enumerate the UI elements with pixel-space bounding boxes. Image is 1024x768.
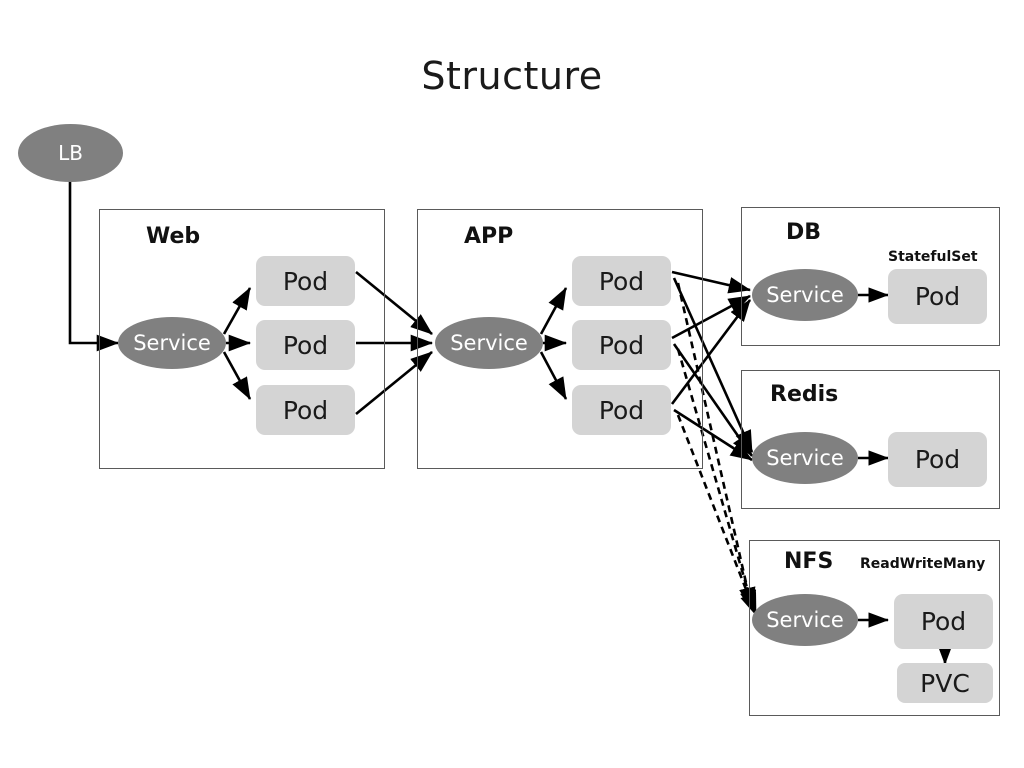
cluster-redis-label: Redis bbox=[770, 382, 839, 407]
app-pod-3[interactable]: Pod bbox=[572, 385, 671, 435]
load-balancer-node[interactable]: LB bbox=[18, 124, 123, 182]
nfs-pod-1[interactable]: Pod bbox=[894, 594, 993, 649]
db-service-label: Service bbox=[766, 283, 844, 307]
web-pod-2-label: Pod bbox=[282, 330, 329, 360]
nfs-readwritemany-annotation: ReadWriteMany bbox=[860, 556, 986, 572]
redis-pod-1-label: Pod bbox=[914, 445, 961, 474]
cluster-db[interactable] bbox=[741, 207, 1000, 346]
cluster-web-label: Web bbox=[146, 224, 201, 249]
load-balancer-label: LB bbox=[58, 141, 83, 165]
nfs-pvc-node[interactable]: PVC bbox=[897, 663, 993, 703]
db-statefulset-annotation: StatefulSet bbox=[888, 249, 978, 265]
redis-service-label: Service bbox=[766, 446, 844, 470]
nfs-service-label: Service bbox=[766, 608, 844, 632]
db-pod-1-label: Pod bbox=[914, 282, 961, 311]
db-pod-1[interactable]: Pod bbox=[888, 269, 987, 324]
db-service-node[interactable]: Service bbox=[752, 269, 858, 321]
cluster-app-label: APP bbox=[464, 224, 514, 249]
cluster-nfs-label: NFS bbox=[784, 549, 834, 574]
web-pod-1-label: Pod bbox=[282, 266, 329, 296]
cluster-db-label: DB bbox=[786, 220, 822, 245]
web-service-label: Service bbox=[133, 331, 211, 355]
app-pod-3-label: Pod bbox=[598, 395, 645, 425]
cluster-web[interactable] bbox=[99, 209, 385, 469]
nfs-service-node[interactable]: Service bbox=[752, 594, 858, 646]
cluster-app[interactable] bbox=[417, 209, 703, 469]
web-pod-3[interactable]: Pod bbox=[256, 385, 355, 435]
app-pod-1-label: Pod bbox=[598, 266, 645, 296]
page-title: Structure bbox=[421, 54, 603, 98]
nfs-pod-1-label: Pod bbox=[920, 607, 967, 636]
app-service-label: Service bbox=[450, 331, 528, 355]
cluster-redis[interactable] bbox=[741, 370, 1000, 509]
redis-pod-1[interactable]: Pod bbox=[888, 432, 987, 487]
web-pod-3-label: Pod bbox=[282, 395, 329, 425]
app-pod-2-label: Pod bbox=[598, 330, 645, 360]
app-pod-1[interactable]: Pod bbox=[572, 256, 671, 306]
cluster-nfs[interactable] bbox=[749, 540, 1000, 716]
app-pod-2[interactable]: Pod bbox=[572, 320, 671, 370]
web-pod-2[interactable]: Pod bbox=[256, 320, 355, 370]
web-pod-1[interactable]: Pod bbox=[256, 256, 355, 306]
nfs-pvc-label: PVC bbox=[920, 668, 970, 698]
app-service-node[interactable]: Service bbox=[435, 317, 543, 369]
web-service-node[interactable]: Service bbox=[118, 317, 226, 369]
redis-service-node[interactable]: Service bbox=[752, 432, 858, 484]
